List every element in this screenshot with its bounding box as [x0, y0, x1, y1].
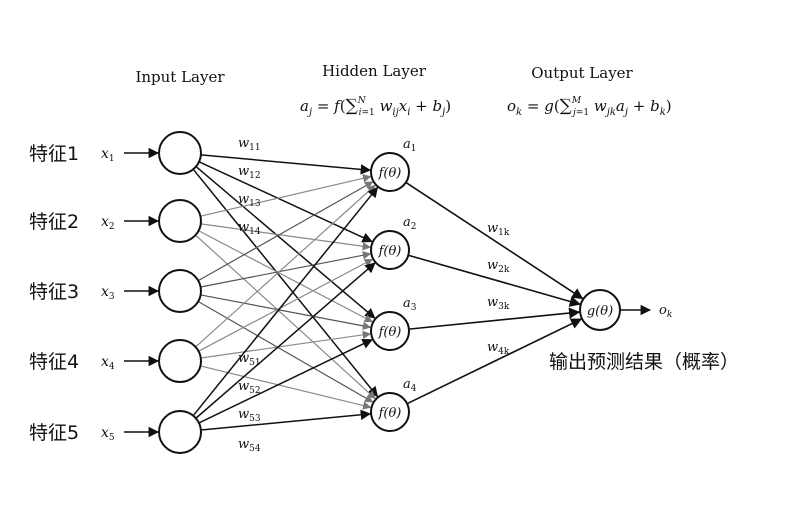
edge-x1-a2 [198, 161, 373, 243]
hidden-node-1 [370, 152, 410, 192]
edge-x2-a2 [200, 223, 372, 251]
edge-x5-a1 [192, 186, 379, 417]
output-node [579, 289, 621, 331]
edge-x1-a3 [195, 166, 376, 319]
weight-label-out-1: w1k [487, 221, 510, 238]
weight-label-bottom-1: w51 [238, 351, 261, 368]
edge-x4-a3 [200, 330, 372, 359]
input-node-4 [158, 339, 202, 383]
weight-label-out-4: w4k [487, 340, 510, 357]
edge-x3-a1 [197, 181, 374, 282]
edge-x1-a4 [192, 168, 379, 398]
input-layer-title: Input Layer [135, 68, 225, 86]
feature-label-4: 特征4 [29, 351, 79, 373]
edge-x2-a1 [200, 174, 372, 217]
output-node-label: g(θ) [587, 304, 613, 319]
input-var-5: x5 [101, 425, 115, 443]
activation-label-4: a4 [403, 377, 417, 394]
activation-label-2: a2 [403, 215, 417, 232]
activation-label-3: a3 [403, 296, 417, 313]
weight-label-top-4: w14 [238, 220, 261, 237]
edge-x3-a2 [200, 251, 372, 288]
feature-label-2: 特征2 [29, 211, 79, 233]
edge-a3-out [408, 307, 581, 330]
weight-label-top-1: w11 [238, 136, 261, 153]
hidden-node-2 [370, 230, 410, 270]
weight-label-top-3: w13 [238, 192, 261, 209]
output-var: ok [659, 303, 672, 320]
input-node-5 [158, 410, 202, 454]
weight-label-bottom-2: w52 [238, 379, 261, 396]
edge-x5-a2 [195, 262, 376, 419]
edge-x4-a2 [198, 258, 374, 352]
feature-label-3: 特征3 [29, 281, 79, 303]
edge-a2-out [408, 254, 581, 307]
output-caption: 输出预测结果（概率） [549, 351, 739, 373]
edge-x2-a3 [198, 230, 374, 323]
hidden-node-4 [370, 392, 410, 432]
edge-x3-a3 [200, 294, 372, 330]
hidden-node-label-2: f(θ) [378, 244, 402, 259]
svg-text:aj = f(∑Ni=1 wijxi + bj): aj = f(∑Ni=1 wijxi + bj) [300, 96, 451, 118]
hidden-node-label-3: f(θ) [378, 325, 402, 340]
hidden-node-3 [370, 311, 410, 351]
edge-a1-out [405, 181, 584, 300]
edge-a4-out [406, 318, 583, 405]
edge-x1-a1 [200, 154, 372, 175]
connections-layer [124, 147, 652, 438]
feature-label-1: 特征1 [29, 143, 79, 165]
input-var-4: x4 [101, 354, 115, 372]
nodes-layer [158, 131, 621, 454]
edge-x4-a4 [200, 365, 372, 410]
edge-x2-a4 [195, 234, 376, 400]
edge-x4-a1 [195, 184, 376, 348]
edge-x5-a3 [198, 338, 373, 424]
edge-x5-a4 [200, 409, 372, 431]
weight-label-out-2: w2k [487, 258, 510, 275]
weight-label-bottom-3: w53 [238, 407, 261, 424]
input-node-3 [158, 269, 202, 313]
activation-label-1: a1 [403, 137, 417, 154]
weight-label-bottom-4: w54 [238, 437, 261, 454]
input-node-1 [158, 131, 202, 175]
output-layer-title: Output Layer [531, 64, 633, 82]
feature-label-5: 特征5 [29, 422, 79, 444]
hidden-layer-title: Hidden Layer [322, 62, 427, 80]
hidden-node-label-1: f(θ) [378, 166, 402, 181]
weight-label-out-3: w3k [487, 295, 510, 312]
weight-label-top-2: w12 [238, 164, 261, 181]
input-var-1: x1 [101, 146, 115, 164]
input-var-2: x2 [101, 214, 115, 232]
hidden-node-label-4: f(θ) [378, 406, 402, 421]
input-node-2 [158, 199, 202, 243]
input-var-3: x3 [101, 284, 115, 302]
svg-text:ok = g(∑Mj=1 wjkaj + bk): ok = g(∑Mj=1 wjkaj + bk) [507, 96, 672, 118]
